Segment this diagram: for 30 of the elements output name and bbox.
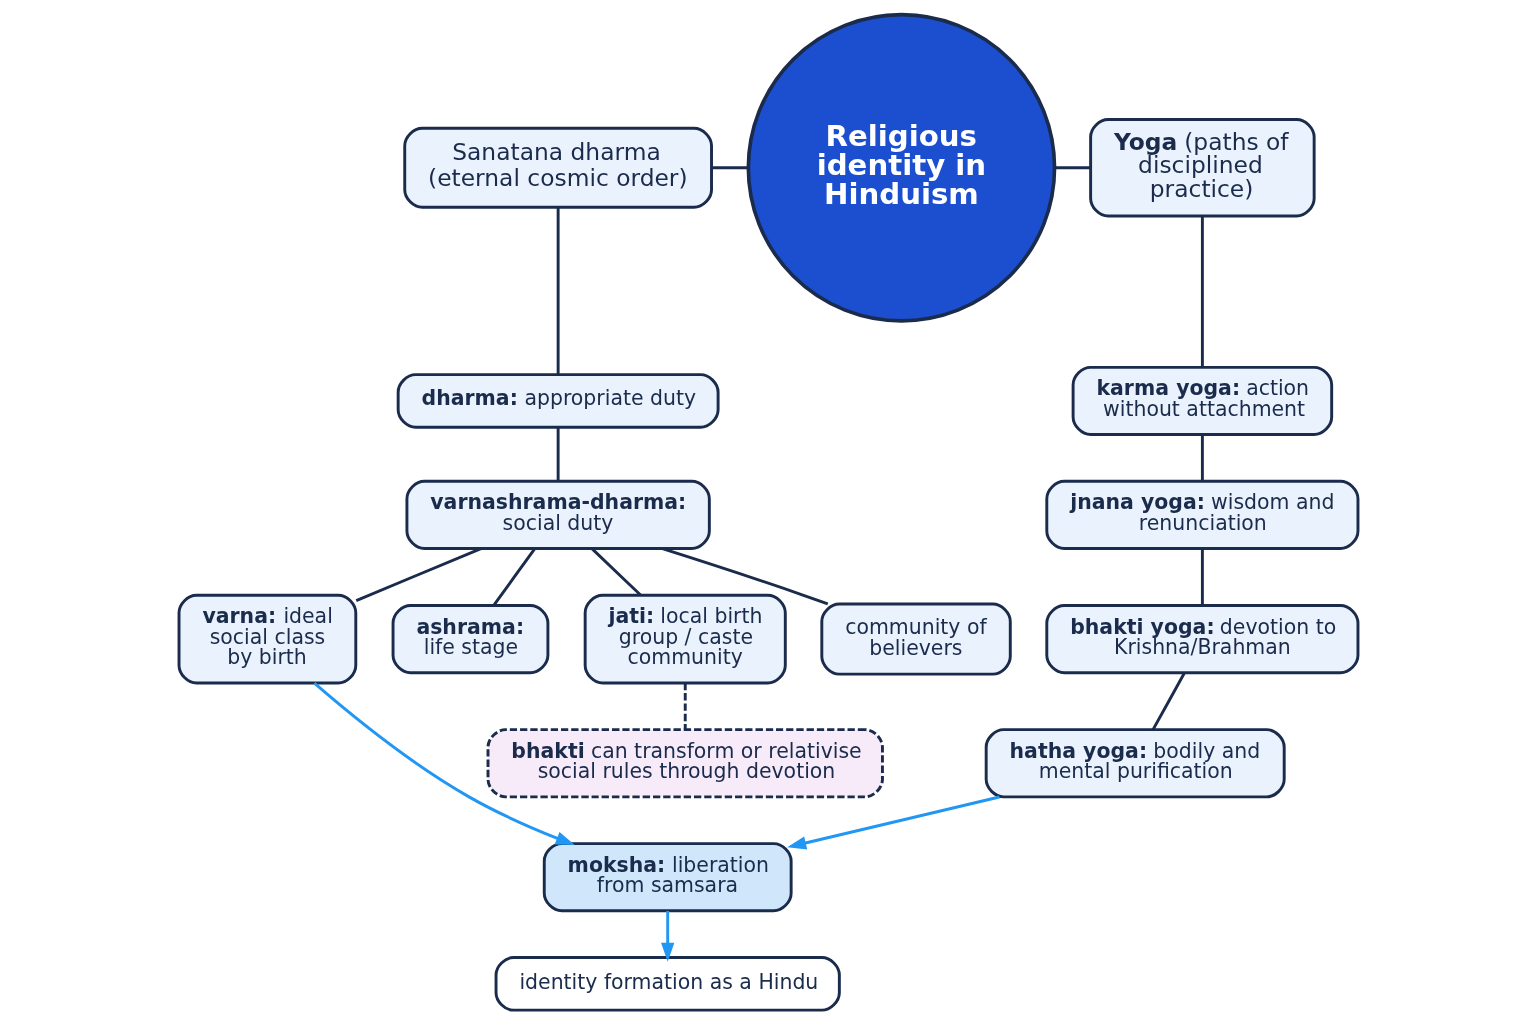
node-box: dharma: appropriate duty xyxy=(396,372,720,429)
connector xyxy=(556,427,560,481)
node-box: identity formation as a Hindu xyxy=(494,955,841,1012)
connector xyxy=(556,206,560,374)
node-box: bhakti can transform or relativise social rules through devotion xyxy=(486,727,884,798)
connector xyxy=(1200,548,1204,605)
arrow xyxy=(312,681,575,845)
node-box: karma yoga: action without attachment xyxy=(1071,365,1333,436)
connector xyxy=(683,682,687,730)
connector xyxy=(1151,671,1186,730)
connector xyxy=(1200,215,1204,367)
node-box: Yoga (paths of disciplined practice) xyxy=(1088,117,1316,217)
node-box: ashrama: life stage xyxy=(391,603,549,674)
arrow xyxy=(660,910,674,962)
connector xyxy=(711,165,748,169)
connector xyxy=(590,547,642,596)
node-box: Sanatana dharma (eternal cosmic order) xyxy=(402,126,713,209)
node-box: varna: ideal social class by birth xyxy=(177,593,357,684)
connector xyxy=(1054,165,1091,169)
node-box: bhakti yoga: devotion to Krishna/Brahman xyxy=(1044,603,1359,674)
node-box: hatha yoga: bodily and mental purification xyxy=(984,727,1286,798)
connector xyxy=(1200,434,1204,481)
node-box: jnana yoga: wisdom and renunciation xyxy=(1044,479,1359,550)
arrow xyxy=(786,795,1000,849)
node-circle: Religious identity in Hinduism xyxy=(746,12,1056,323)
node-box: varnashrama-dharma: social duty xyxy=(404,479,711,550)
connector xyxy=(492,547,536,606)
node-box: community of believers xyxy=(819,602,1012,676)
node-box: moksha: liberation from samsara xyxy=(542,841,793,912)
node-box: jati: local birth group / caste community xyxy=(583,593,787,684)
